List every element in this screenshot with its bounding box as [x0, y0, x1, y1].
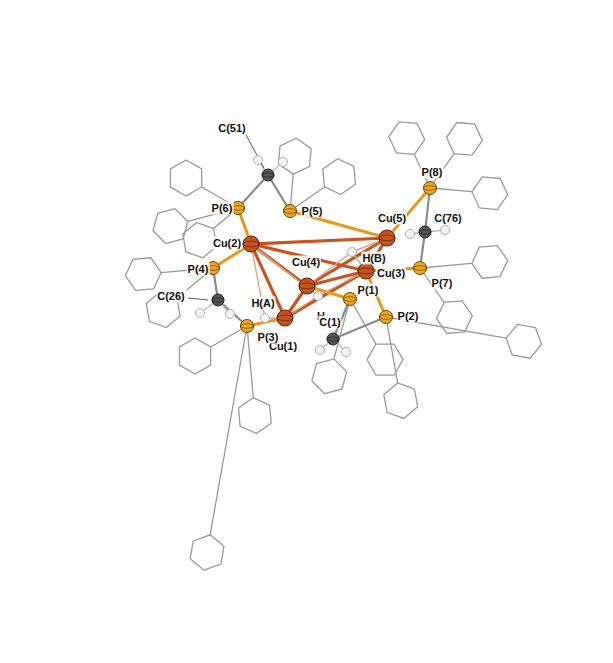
atom-label: P(6): [211, 202, 234, 215]
copper-atom: [379, 230, 395, 246]
phenyl-ring: [367, 344, 403, 375]
phosphorus-atom: [424, 182, 437, 195]
p-c-bond: [386, 317, 398, 383]
copper-atom: [299, 278, 315, 294]
hydrogen-atom: [261, 314, 270, 323]
ellipsoid-line: [299, 283, 315, 289]
phenyl-ring: [179, 338, 210, 374]
atom-label: P(3): [257, 331, 280, 344]
copper-atom: [358, 263, 374, 279]
ellipsoid-line: [424, 186, 437, 191]
atom-label: P(2): [397, 310, 420, 323]
ellipsoid-line: [212, 298, 224, 302]
atom-label: P(4): [187, 263, 210, 276]
ellipsoid-line: [379, 235, 395, 241]
atom-label: Cu(4): [291, 256, 321, 269]
hydrogen-atom: [254, 156, 263, 165]
atom-label: Cu(3): [376, 267, 406, 280]
ellipsoid-line: [232, 206, 245, 211]
atom-label: H(B): [361, 252, 386, 265]
copper-atom: [277, 310, 293, 326]
leader-line: [188, 298, 208, 300]
hydrogen-atom: [279, 158, 288, 167]
phenyl-rings: [125, 122, 541, 570]
atom-label: C(51): [217, 122, 247, 135]
phenyl-ring: [153, 209, 188, 244]
hydrogen-atom: [316, 346, 325, 355]
ellipsoid-line: [241, 324, 254, 329]
hydrogen-atom: [342, 348, 351, 357]
phosphorus-atom: [284, 205, 297, 218]
phosphorus-atom: [241, 320, 254, 333]
phosphorus-atom: [344, 293, 357, 306]
bond: [251, 238, 387, 244]
copper-atom: [243, 236, 259, 252]
p-c-bond: [247, 326, 253, 398]
carbon-atom: [262, 169, 274, 181]
atom-label: Cu(2): [212, 237, 242, 250]
phenyl-ring: [506, 324, 541, 358]
ellipsoid-line: [380, 315, 393, 320]
p-c-bond: [334, 299, 350, 359]
phosphorus-atom: [414, 262, 427, 275]
atom-label: P(1): [357, 284, 380, 297]
hydrogen-atom: [406, 230, 415, 239]
phenyl-ring: [384, 383, 418, 418]
atom-label: C(76): [433, 212, 463, 225]
ellipsoid-line: [414, 266, 427, 271]
atom-label: H(A): [250, 297, 275, 310]
atoms: [196, 156, 450, 357]
phenyl-ring: [312, 359, 347, 394]
hydrogen-atom: [314, 292, 323, 301]
phosphorus-atom: [380, 311, 393, 324]
carbon-atom: [327, 333, 339, 345]
p-c-bond: [210, 326, 247, 535]
carbon-atom: [419, 226, 431, 238]
ellipsoid-line: [284, 209, 297, 214]
phenyl-ring: [190, 535, 224, 570]
ellipsoid-line: [277, 315, 293, 321]
atom-label: Cu(5): [377, 212, 407, 225]
phenyl-ring: [472, 177, 508, 210]
atom-label: P(7): [431, 277, 454, 290]
bond: [251, 244, 318, 296]
hydrogen-atom: [226, 310, 235, 319]
ellipsoid-line: [243, 241, 259, 247]
ellipsoid-line: [327, 337, 339, 341]
hydrogen-atom: [441, 226, 450, 235]
phosphorus-atom: [232, 202, 245, 215]
p-c-bond: [420, 263, 472, 268]
hydrogen-atom: [348, 248, 357, 257]
phenyl-ring: [472, 246, 508, 279]
phenyl-ring: [446, 123, 482, 156]
phenyl-ring: [278, 138, 311, 174]
hydrogen-atom: [196, 309, 205, 318]
ellipsoid-line: [358, 268, 374, 274]
ellipsoid-line: [344, 297, 357, 302]
phenyl-ring: [170, 160, 201, 196]
phenyl-ring: [125, 258, 161, 291]
carbon-atom: [212, 294, 224, 306]
bonds: [200, 160, 445, 352]
leader-line: [246, 135, 264, 168]
atom-label: P(5): [301, 205, 324, 218]
ellipsoid-line: [262, 173, 274, 177]
phenyl-ring: [323, 159, 356, 195]
atom-label: C(26): [156, 290, 186, 303]
phenyl-ring: [389, 122, 425, 155]
atom-label: P(8): [421, 166, 444, 179]
p-c-bond: [350, 299, 376, 344]
atom-label: C(1): [318, 316, 341, 329]
ellipsoid-line: [419, 230, 431, 234]
phenyl-ring: [239, 398, 272, 434]
